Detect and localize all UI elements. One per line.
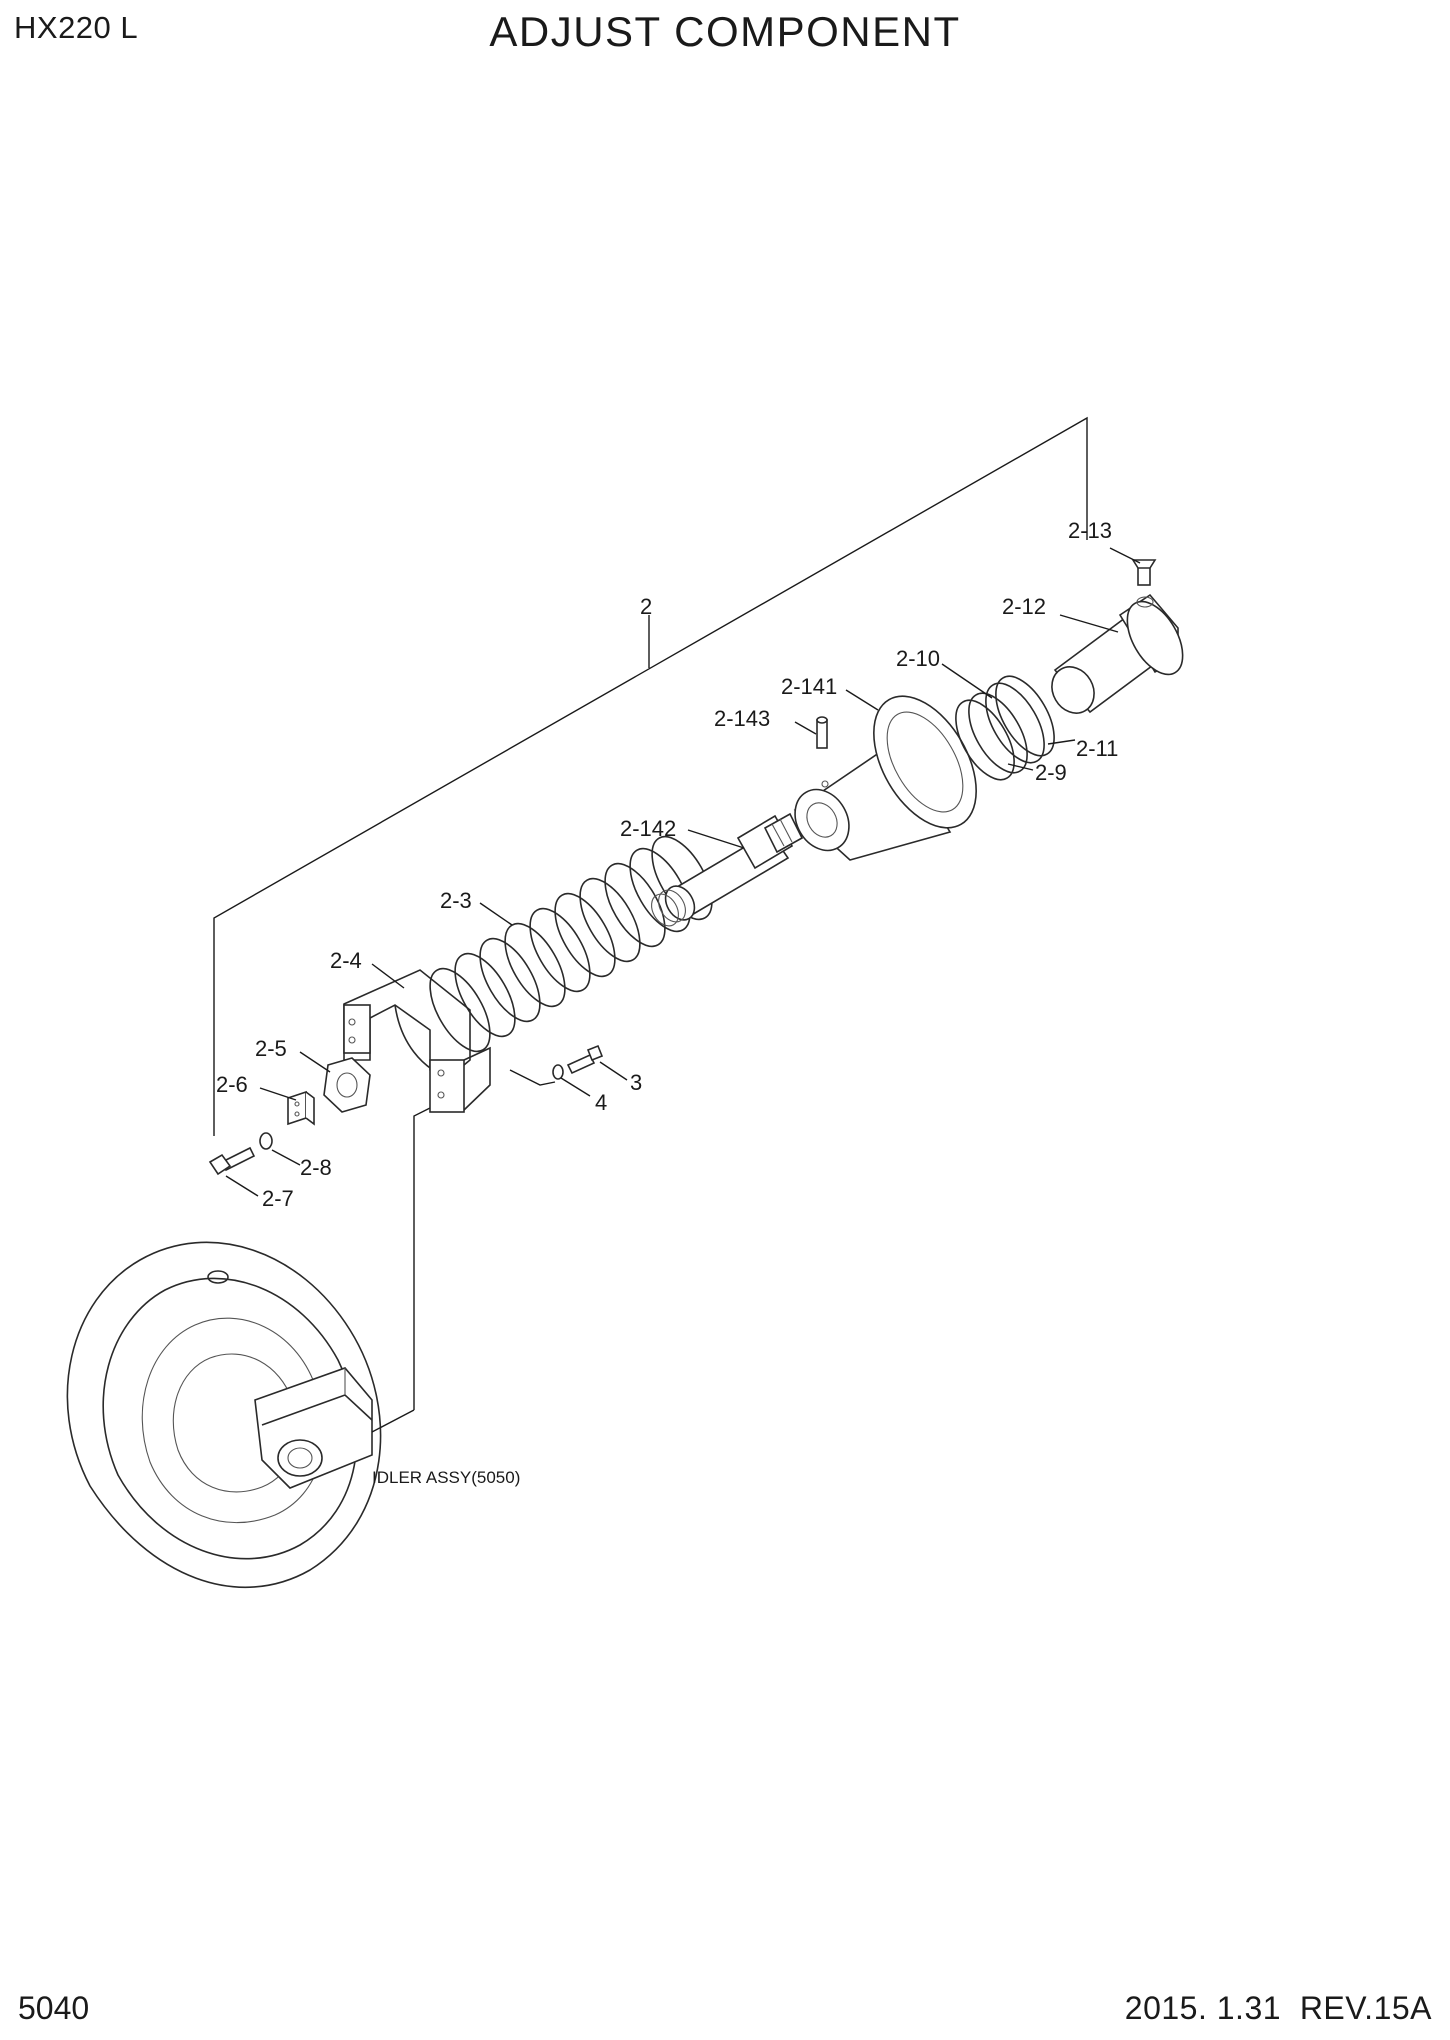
callout-2-142[interactable]: 2-142 [620, 816, 676, 841]
idler-leader-line [413, 1107, 431, 1410]
callout-3[interactable]: 3 [630, 1070, 642, 1095]
idler-wheel [66, 1241, 415, 1589]
part-3-bolt [566, 1044, 604, 1075]
part-2-141-cylinder [793, 695, 977, 861]
part-2-143-pin [816, 716, 828, 749]
callout-4[interactable]: 4 [595, 1090, 607, 1115]
callout-2-141[interactable]: 2-141 [781, 674, 837, 699]
part-2-8-washer [259, 1132, 273, 1150]
callout-2-11[interactable]: 2-11 [1076, 736, 1118, 761]
revision-date: 2015. 1.31 REV.15A [1124, 1990, 1432, 2026]
page-title: ADJUST COMPONENT [489, 8, 961, 55]
callout-2-8[interactable]: 2-8 [300, 1155, 332, 1180]
part-2-13-fitting [1131, 559, 1157, 586]
callout-2-7[interactable]: 2-7 [262, 1186, 294, 1211]
callout-2-6[interactable]: 2-6 [216, 1072, 248, 1097]
part-4-washer [552, 1064, 564, 1080]
page-number: 5040 [18, 1990, 90, 2026]
callout-2[interactable]: 2 [640, 594, 652, 619]
callout-2-9[interactable]: 2-9 [1035, 760, 1067, 785]
part-2-5-nut [323, 1057, 371, 1113]
callout-2-3[interactable]: 2-3 [440, 888, 472, 913]
callout-2-12[interactable]: 2-12 [1002, 594, 1046, 619]
callout-2-4[interactable]: 2-4 [330, 948, 362, 973]
rings-2-9-2-10-2-11 [955, 675, 1055, 781]
part-2-12-body [1051, 593, 1184, 714]
assembly-bracket-line [213, 416, 1088, 1136]
leader-2-3-4-group [509, 1069, 556, 1086]
part-2-142-rod [651, 812, 804, 927]
part-2-6-plate [287, 1090, 315, 1126]
idler-assy-reference[interactable]: IDLER ASSY(5050) [372, 1468, 520, 1487]
callout-leader-lines [225, 547, 1141, 1197]
part-2-3-spring [429, 835, 713, 1053]
model-number: HX220 L [14, 10, 139, 45]
part-2-4-bracket [343, 969, 491, 1113]
part-2-7-bolt [208, 1146, 256, 1176]
callout-2-10[interactable]: 2-10 [896, 646, 940, 671]
callout-2-13[interactable]: 2-13 [1068, 518, 1112, 543]
callout-2-143[interactable]: 2-143 [714, 706, 770, 731]
callout-2-5[interactable]: 2-5 [255, 1036, 287, 1061]
